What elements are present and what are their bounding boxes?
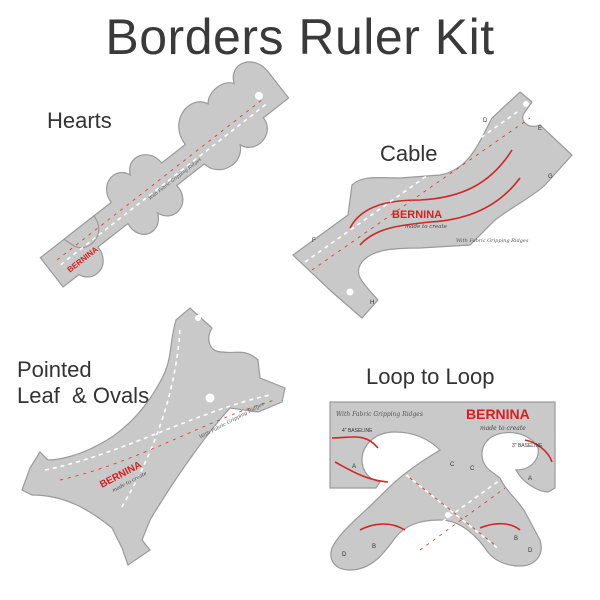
loop-letter-b-left: B [372, 544, 376, 550]
cable-letter-f: F [312, 238, 316, 244]
cable-letter-e: E [538, 126, 542, 132]
cable-letter-h: H [370, 300, 374, 306]
loop-letter-d-left: D [342, 552, 347, 558]
loop-imprint: With Fabric Gripping Ridges [336, 411, 423, 418]
loop-to-loop-label: Loop to Loop [366, 364, 495, 389]
loop-letter-a-right: A [528, 476, 532, 482]
loop-baseline-right: 3" BASELINE [512, 443, 543, 449]
hearts-label: Hearts [47, 108, 112, 133]
cable-brand: BERNINA [392, 209, 442, 221]
cable-label: Cable [380, 141, 438, 166]
cable-imprint: With Fabric Gripping Ridges [456, 238, 529, 244]
loop-letter-c-right: C [470, 466, 475, 472]
loop-letter-b-right: B [514, 536, 518, 542]
loop-letter-d-right: D [528, 548, 533, 554]
page-title: Borders Ruler Kit [105, 9, 495, 65]
loop-letter-c-left: C [450, 462, 455, 468]
pointed-leaf-ovals-label: Pointed Leaf & Ovals [17, 357, 150, 408]
cable-letter-d: D [483, 118, 488, 124]
cable-letter-g: G [548, 174, 553, 180]
loop-baseline-left: 4" BASELINE [342, 428, 373, 434]
loop-brand: BERNINA [466, 406, 530, 422]
loop-tagline: made to create [480, 425, 526, 432]
cable-tagline: made to create [405, 224, 448, 230]
loop-letter-a-left: A [352, 464, 356, 470]
